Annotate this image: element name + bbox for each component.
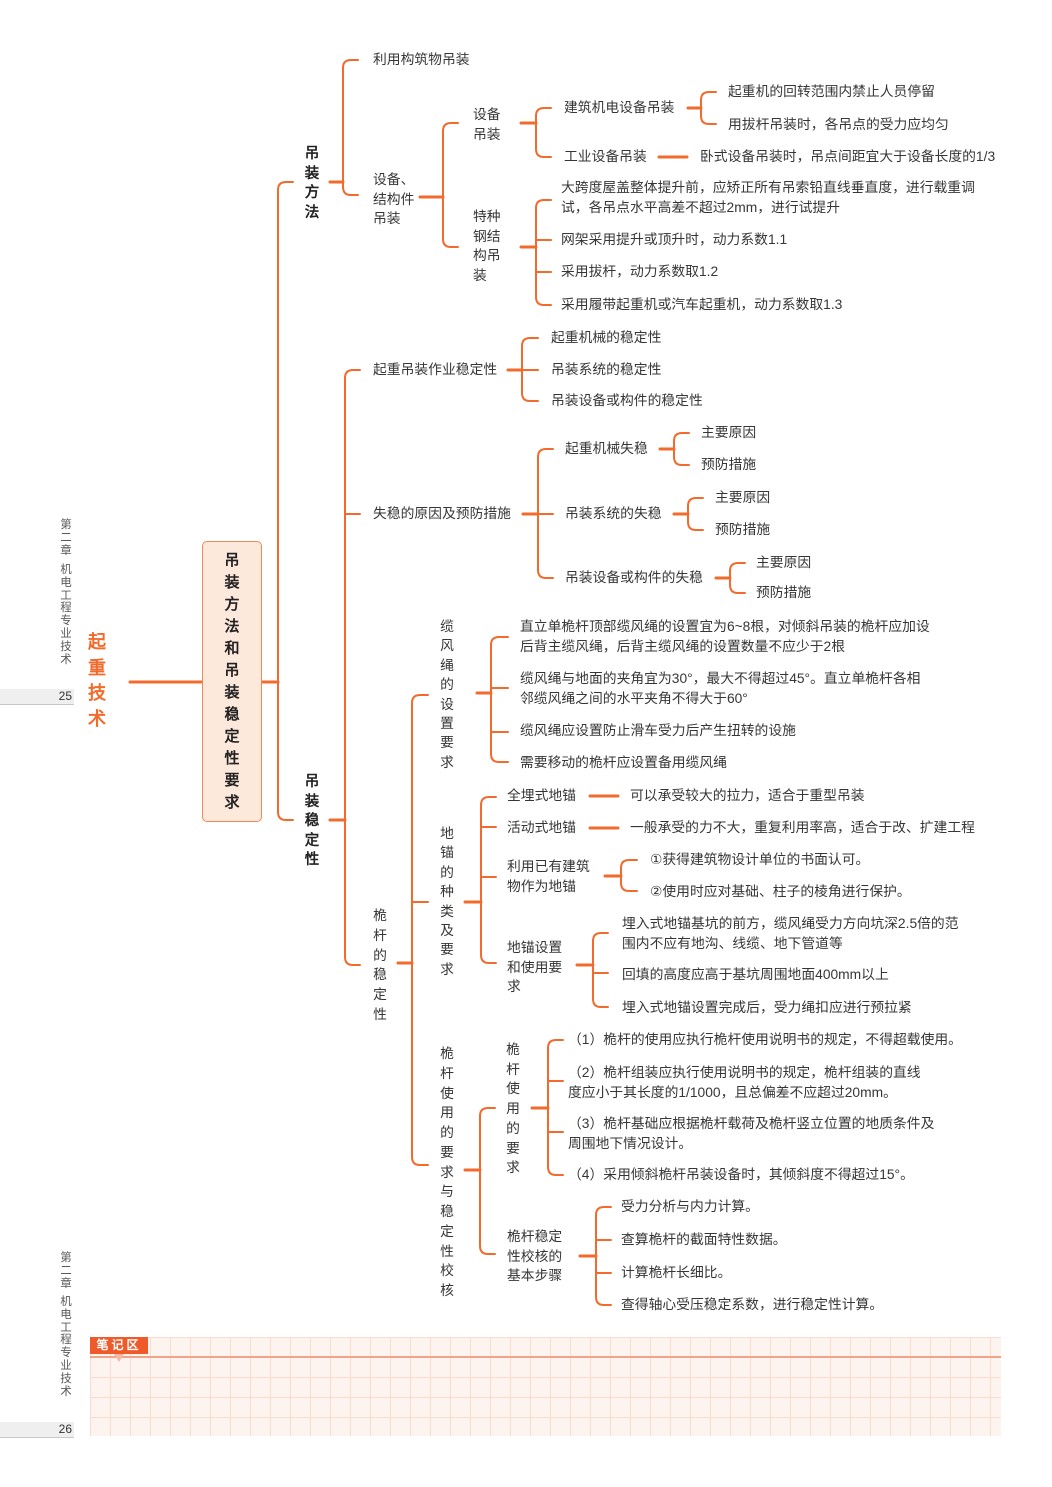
- node-methods: 吊装方法: [304, 146, 320, 221]
- root-node: 吊装方法和吊装稳定性要求: [202, 541, 262, 822]
- node-guy-ropes: 缆风绳的设置要求: [440, 619, 454, 770]
- bracket-equipment-structure: [442, 122, 459, 248]
- leaf-item: 预防措施: [701, 457, 757, 472]
- leaf-item: 预防措施: [715, 522, 771, 537]
- leaf-item: ①获得建筑物设计单位的书面认可。: [650, 852, 870, 867]
- leaf-item: ②使用时应对基础、柱子的棱角进行保护。: [650, 884, 911, 899]
- bracket-usage: [479, 1107, 496, 1255]
- node-industrial: 工业设备吊装: [564, 149, 647, 164]
- notes-header-line: [90, 1356, 1001, 1358]
- bracket-instability-3: [729, 562, 746, 594]
- leaf-item: 直立单桅杆顶部缆风绳的设置宜为6~8根，对倾斜吊装的桅杆应加设后背主缆风绳，后背…: [520, 619, 930, 654]
- bracket-anchor-building: [620, 859, 638, 892]
- leaf-item: 主要原因: [756, 555, 812, 570]
- leaf-item: 用拔杆吊装时，各吊点的受力应均匀: [728, 117, 949, 132]
- bracket-special-steel: [535, 199, 552, 306]
- leaf-item: 起重机的回转范围内禁止人员停留: [728, 84, 935, 99]
- leaf-item: 吊装设备或构件的稳定性: [551, 393, 703, 408]
- bracket-operation: [521, 337, 539, 402]
- bracket-equipment: [535, 107, 552, 158]
- leaf-item: 预防措施: [756, 585, 812, 600]
- bracket-mast: [411, 694, 429, 1166]
- node-anchor-type: 全埋式地锚: [507, 788, 576, 803]
- bracket-guy-ropes: [490, 636, 509, 763]
- leaf-item: 回填的高度应高于基坑周围地面400mm以上: [622, 967, 889, 982]
- node-operation: 起重吊装作业稳定性: [373, 362, 498, 377]
- bracket-stability: [344, 369, 361, 966]
- leaf-item: 可以承受较大的拉力，适合于重型吊装: [630, 788, 865, 803]
- leaf-item: 查得轴心受压稳定系数，进行稳定性计算。: [621, 1297, 884, 1312]
- leaf-item: （1）桅杆的使用应执行桅杆使用说明书的规定，不得超载使用。: [568, 1032, 962, 1047]
- node-instability-group: 吊装系统的失稳: [565, 506, 662, 521]
- bracket-building-mep: [700, 91, 717, 125]
- chapter-prefix: 第二章: [60, 519, 72, 557]
- bracket-methods: [342, 59, 359, 196]
- chapter-prefix: 第二章: [60, 1252, 72, 1290]
- leaf-item: （2）桅杆组装应执行使用说明书的规定，桅杆组装的直线度应小于其长度的1/1000…: [568, 1065, 921, 1100]
- node-stability: 吊装稳定性: [304, 774, 320, 868]
- leaf-item: 吊装系统的稳定性: [551, 362, 662, 377]
- leaf-item: 主要原因: [701, 425, 757, 440]
- leaf-item: 缆风绳应设置防止滑车受力后产生扭转的设施: [520, 723, 796, 738]
- leaf-item: 查算桅杆的截面特性数据。: [621, 1232, 787, 1247]
- chapter-title: 机电工程专业技术: [60, 564, 72, 666]
- node-equipment-structure: 设备、结构件吊装: [373, 172, 415, 226]
- node-mast: 桅杆的稳定性: [373, 908, 387, 1022]
- node-instability-group: 吊装设备或构件的失稳: [565, 570, 703, 585]
- leaf-item: 卧式设备吊装时，吊点间距宜大于设备长度的1/3: [700, 149, 996, 164]
- notes-tab: 笔记区: [90, 1337, 148, 1354]
- node-instability: 失稳的原因及预防措施: [373, 506, 511, 521]
- leaf-item: 一般承受的力不大，重复利用率高，适合于改、扩建工程: [630, 820, 975, 835]
- bracket-requirements: [547, 1039, 564, 1176]
- root-node-label: 吊装方法和吊装稳定性要求: [224, 552, 240, 811]
- bracket-check: [595, 1206, 612, 1306]
- leaf-item: 大跨度屋盖整体提升前，应矫正所有吊索铅直线垂直度，进行载重调试，各吊点水平高差不…: [561, 180, 975, 215]
- page-number: 26: [58, 1422, 72, 1436]
- leaf-item: 受力分析与内力计算。: [621, 1199, 759, 1214]
- leaf-item: 需要移动的桅杆应设置备用缆风绳: [520, 755, 727, 770]
- node-structure-hoisting: 利用构筑物吊装: [373, 52, 470, 67]
- notes-area[interactable]: 笔记区: [90, 1337, 1001, 1436]
- node-anchor-setup: 地锚设置和使用要求: [507, 940, 563, 994]
- node-building-mep: 建筑机电设备吊装: [564, 100, 675, 115]
- leaf-item: 网架采用提升或顶升时，动力系数1.1: [561, 232, 788, 247]
- node-usage: 桅杆使用的要求与稳定性校核: [440, 1046, 454, 1298]
- node-instability-group: 起重机械失稳: [565, 441, 648, 456]
- node-requirements: 桅杆使用的要求: [506, 1042, 520, 1176]
- node-check: 桅杆稳定性校核的基本步骤: [507, 1229, 563, 1283]
- node-anchor-building: 利用已有建筑物作为地锚: [507, 859, 590, 894]
- bracket-root: [277, 181, 294, 821]
- leaf-item: 缆风绳与地面的夹角宜为30°，最大不得超过45°。直立单桅杆各相邻缆风绳之间的水…: [520, 671, 921, 706]
- section-title: 起重技术: [88, 632, 106, 730]
- node-anchor-type: 活动式地锚: [507, 820, 576, 835]
- leaf-item: 起重机械的稳定性: [551, 330, 662, 345]
- leaf-item: 采用拔杆，动力系数取1.2: [561, 264, 719, 279]
- node-anchors: 地锚的种类及要求: [440, 826, 454, 977]
- bracket-instability-2: [687, 497, 704, 531]
- chapter-title: 机电工程专业技术: [60, 1296, 72, 1398]
- leaf-item: 采用履带起重机或汽车起重机，动力系数取1.3: [561, 297, 843, 312]
- leaf-item: 主要原因: [715, 490, 771, 505]
- notes-tab-pointer-icon: [114, 1354, 124, 1362]
- page-number: 25: [58, 689, 72, 703]
- leaf-item: 计算桅杆长细比。: [621, 1265, 732, 1280]
- leaf-item: （3）桅杆基础应根据桅杆载荷及桅杆竖立位置的地质条件及周围地下情况设计。: [568, 1116, 935, 1151]
- leaf-item: （4）采用倾斜桅杆吊装设备时，其倾斜度不得超过15°。: [568, 1167, 914, 1182]
- node-equipment: 设备吊装: [473, 107, 501, 142]
- bracket-anchor-setup: [592, 932, 609, 1008]
- leaf-item: 埋入式地锚设置完成后，受力绳扣应进行预拉紧: [622, 1000, 912, 1015]
- page-number-tab: 26: [0, 1422, 74, 1438]
- bracket-instability: [537, 448, 554, 579]
- leaf-item: 埋入式地锚基坑的前方，缆风绳受力方向坑深2.5倍的范围内不应有地沟、线缆、地下管…: [622, 916, 959, 951]
- page-number-tab: 25: [0, 689, 74, 705]
- bracket-instability-1: [673, 432, 690, 466]
- node-special-steel: 特种钢结构吊装: [473, 209, 501, 284]
- bracket-anchors: [480, 796, 497, 964]
